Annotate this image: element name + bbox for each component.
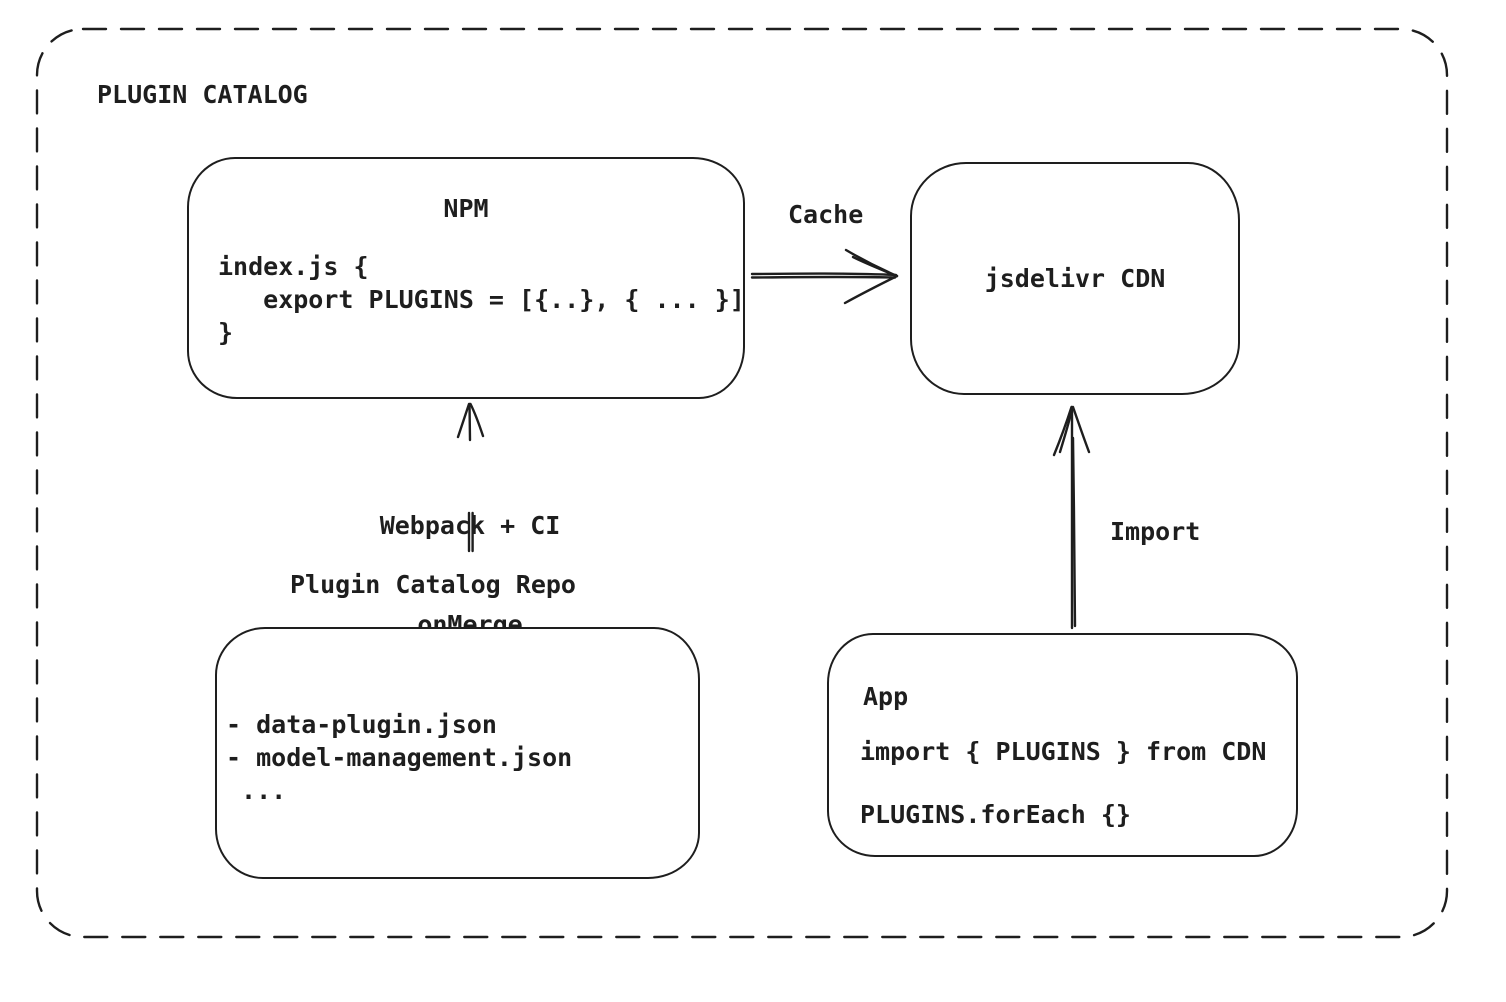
cache-edge-label: Cache xyxy=(788,200,864,229)
app-node-title: App xyxy=(863,682,909,711)
cdn-node-label: jsdelivr CDN xyxy=(984,264,1166,293)
app-code-line: PLUGINS.forEach {} xyxy=(860,800,1131,829)
npm-code-block: index.js { export PLUGINS = [{..}, { ...… xyxy=(218,250,745,349)
import-arrow xyxy=(1052,405,1091,630)
repo-file-item: - model-management.json xyxy=(226,743,573,772)
npm-code-line: } xyxy=(218,318,234,347)
npm-code-line: export PLUGINS = [{..}, { ... }] xyxy=(218,285,745,314)
cache-arrow xyxy=(750,248,899,305)
npm-node-title: NPM xyxy=(443,194,489,223)
repo-file-item: ... xyxy=(226,776,287,805)
npm-code-line: index.js { xyxy=(218,252,369,281)
repo-node-label: Plugin Catalog Repo xyxy=(290,570,576,599)
diagram-title: PLUGIN CATALOG xyxy=(97,80,308,109)
catalog-boundary-frame xyxy=(35,27,1449,939)
import-edge-label: Import xyxy=(1110,517,1201,546)
build-arrow xyxy=(456,402,485,553)
build-edge-label-line1: Webpack + CI xyxy=(379,511,561,540)
app-node: App import { PLUGINS } from CDN PLUGINS.… xyxy=(827,633,1298,857)
npm-node: NPM index.js { export PLUGINS = [{..}, {… xyxy=(187,157,745,399)
repo-file-item: - data-plugin.json xyxy=(226,710,497,739)
repo-node: - data-plugin.json - model-management.js… xyxy=(215,627,700,879)
app-code-line: import { PLUGINS } from CDN xyxy=(860,737,1267,766)
cdn-node: jsdelivr CDN xyxy=(910,162,1240,395)
repo-file-list: - data-plugin.json - model-management.js… xyxy=(226,708,572,807)
